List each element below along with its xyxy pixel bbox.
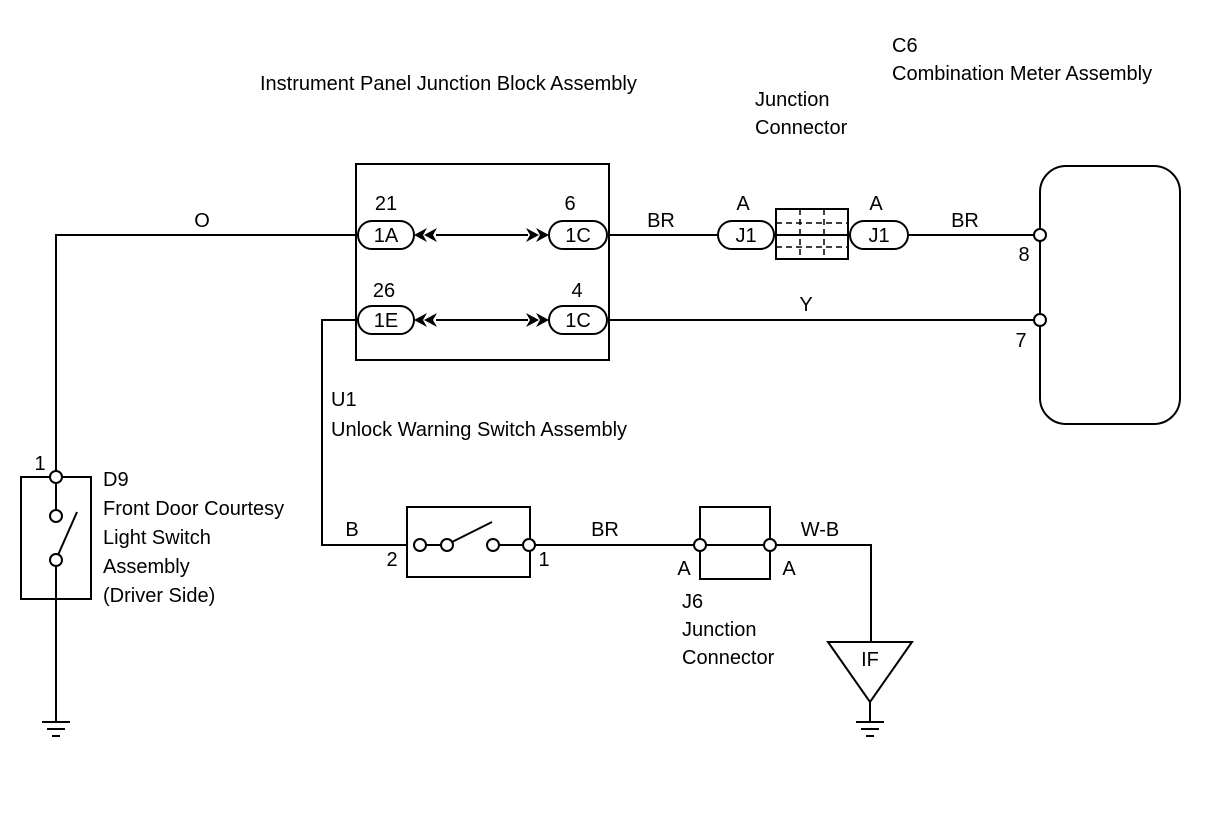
u1-pin-1 [522, 538, 536, 552]
connector-1e-pin: 26 [373, 280, 395, 302]
u1-contact-left [440, 538, 454, 552]
u1-contact-right [486, 538, 500, 552]
j6-pin-right [763, 538, 777, 552]
arrow-1c-bottom [536, 313, 549, 327]
arrow-1c-top-2 [526, 228, 539, 242]
c6-code: C6 [892, 35, 918, 57]
u1-pin-1-label: 1 [538, 549, 549, 571]
connector-1c-bottom-label: 1C [565, 310, 591, 332]
c6-pin-7 [1033, 313, 1047, 327]
j6-pin-left [693, 538, 707, 552]
u1-pin-2 [413, 538, 427, 552]
c6-pin-8-label: 8 [1018, 244, 1029, 266]
d9-line3: Assembly [103, 556, 190, 578]
c6-pin-8 [1033, 228, 1047, 242]
connector-1e-label: 1E [374, 310, 398, 332]
ground-if-triangle [826, 641, 914, 704]
wire-o [55, 234, 358, 477]
d9-pin-1-label: 1 [34, 453, 45, 475]
d9-line4: (Driver Side) [103, 585, 215, 607]
arrow-1c-bottom-2 [526, 313, 539, 327]
d9-contact-top [49, 509, 63, 523]
j6-code: J6 [682, 591, 703, 613]
ground-icon-if [856, 721, 884, 737]
wire-b-label: B [345, 519, 358, 541]
u1-switch-blade [451, 521, 493, 543]
arrow-1e-2 [424, 313, 437, 327]
u1-pin-2-label: 2 [386, 549, 397, 571]
wire-br-top-left-label: BR [647, 210, 675, 232]
j6-line2: Connector [682, 647, 775, 669]
d9-contact-bottom [49, 553, 63, 567]
ipjb-title: Instrument Panel Junction Block Assembly [260, 73, 637, 95]
ground-if-label: IF [861, 649, 879, 671]
d9-code: D9 [103, 469, 129, 491]
j6-pin-right-label: A [782, 558, 796, 580]
d9-switch-blade [57, 511, 78, 556]
arrow-1a-2 [424, 228, 437, 242]
connector-j1-right-pin: A [869, 193, 883, 215]
d9-pin-1 [49, 470, 63, 484]
arrow-1c-top [536, 228, 549, 242]
ground-icon-d9 [42, 721, 70, 737]
d9-line1: Front Door Courtesy [103, 498, 284, 520]
junction-connector-top-label-1: Junction [755, 89, 830, 111]
arrow-1a [414, 228, 427, 242]
u1-name: Unlock Warning Switch Assembly [331, 419, 627, 441]
junction-connector-top-label-2: Connector [755, 117, 848, 139]
connector-1c-top-pin: 6 [564, 193, 575, 215]
wire-b [321, 319, 420, 546]
wire-wb-label: W-B [801, 519, 840, 541]
j6-line1: Junction [682, 619, 757, 641]
arrow-1e [414, 313, 427, 327]
connector-j1-right-label: J1 [868, 225, 889, 247]
wire-br-bottom-label: BR [591, 519, 619, 541]
connector-1a-pin: 21 [375, 193, 397, 215]
wire-y-label: Y [799, 294, 812, 316]
wire-o-label: O [194, 210, 210, 232]
combination-meter-box [1039, 165, 1181, 425]
j6-box [699, 506, 771, 580]
u1-switch-box [406, 506, 531, 578]
d9-line2: Light Switch [103, 527, 211, 549]
connector-j1-left-pin: A [736, 193, 750, 215]
wire-wb [770, 544, 872, 642]
connector-1c-top-label: 1C [565, 225, 591, 247]
connector-j1-left-label: J1 [735, 225, 756, 247]
connector-1c-bottom-pin: 4 [571, 280, 582, 302]
u1-code: U1 [331, 389, 357, 411]
c6-name: Combination Meter Assembly [892, 63, 1152, 85]
j6-pin-left-label: A [677, 558, 691, 580]
wire-br-top-right-label: BR [951, 210, 979, 232]
connector-j1-right [849, 220, 909, 250]
c6-pin-7-label: 7 [1015, 330, 1026, 352]
connector-1a-label: 1A [374, 225, 399, 247]
